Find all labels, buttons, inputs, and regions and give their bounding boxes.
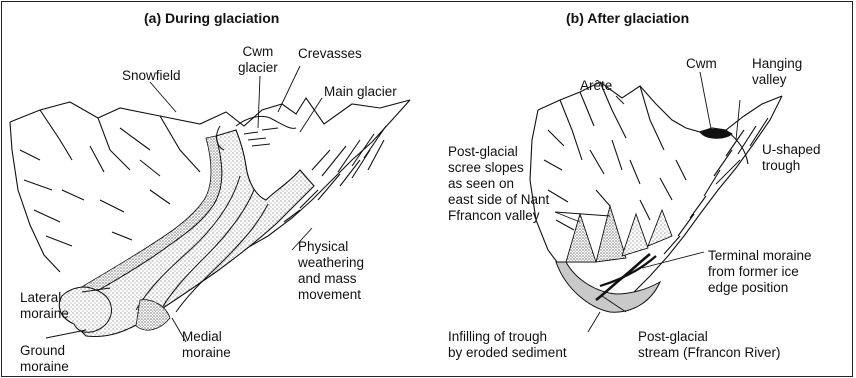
label-scree-slopes: Post-glacial scree slopes as seen on eas… [448, 144, 549, 224]
label-terminal-moraine: Terminal moraine from former ice edge po… [708, 248, 812, 296]
label-main-glacier: Main glacier [324, 84, 397, 100]
label-cwm-glacier: Cwm glacier [238, 44, 278, 76]
trough-infill [556, 262, 660, 312]
label-lateral-moraine: Lateral moraine [20, 290, 69, 322]
label-ground-moraine: Ground moraine [20, 343, 69, 375]
label-hanging-valley: Hanging valley [752, 56, 802, 88]
panel-b-title: (b) After glaciation [566, 10, 689, 26]
label-arete: Arête [580, 78, 612, 94]
label-medial-moraine: Medial moraine [182, 329, 231, 361]
label-crevasses: Crevasses [298, 46, 362, 62]
label-cwm: Cwm [686, 56, 717, 72]
label-infilling: Infilling of trough by eroded sediment [448, 329, 567, 361]
panel-a-title: (a) During glaciation [144, 10, 279, 26]
label-post-glacial-stream: Post-glacial stream (Ffrancon River) [638, 329, 781, 361]
label-snowfield: Snowfield [122, 68, 181, 84]
label-u-shaped-trough: U-shaped trough [762, 142, 821, 174]
label-physical-weathering: Physical weathering and mass movement [298, 239, 364, 303]
